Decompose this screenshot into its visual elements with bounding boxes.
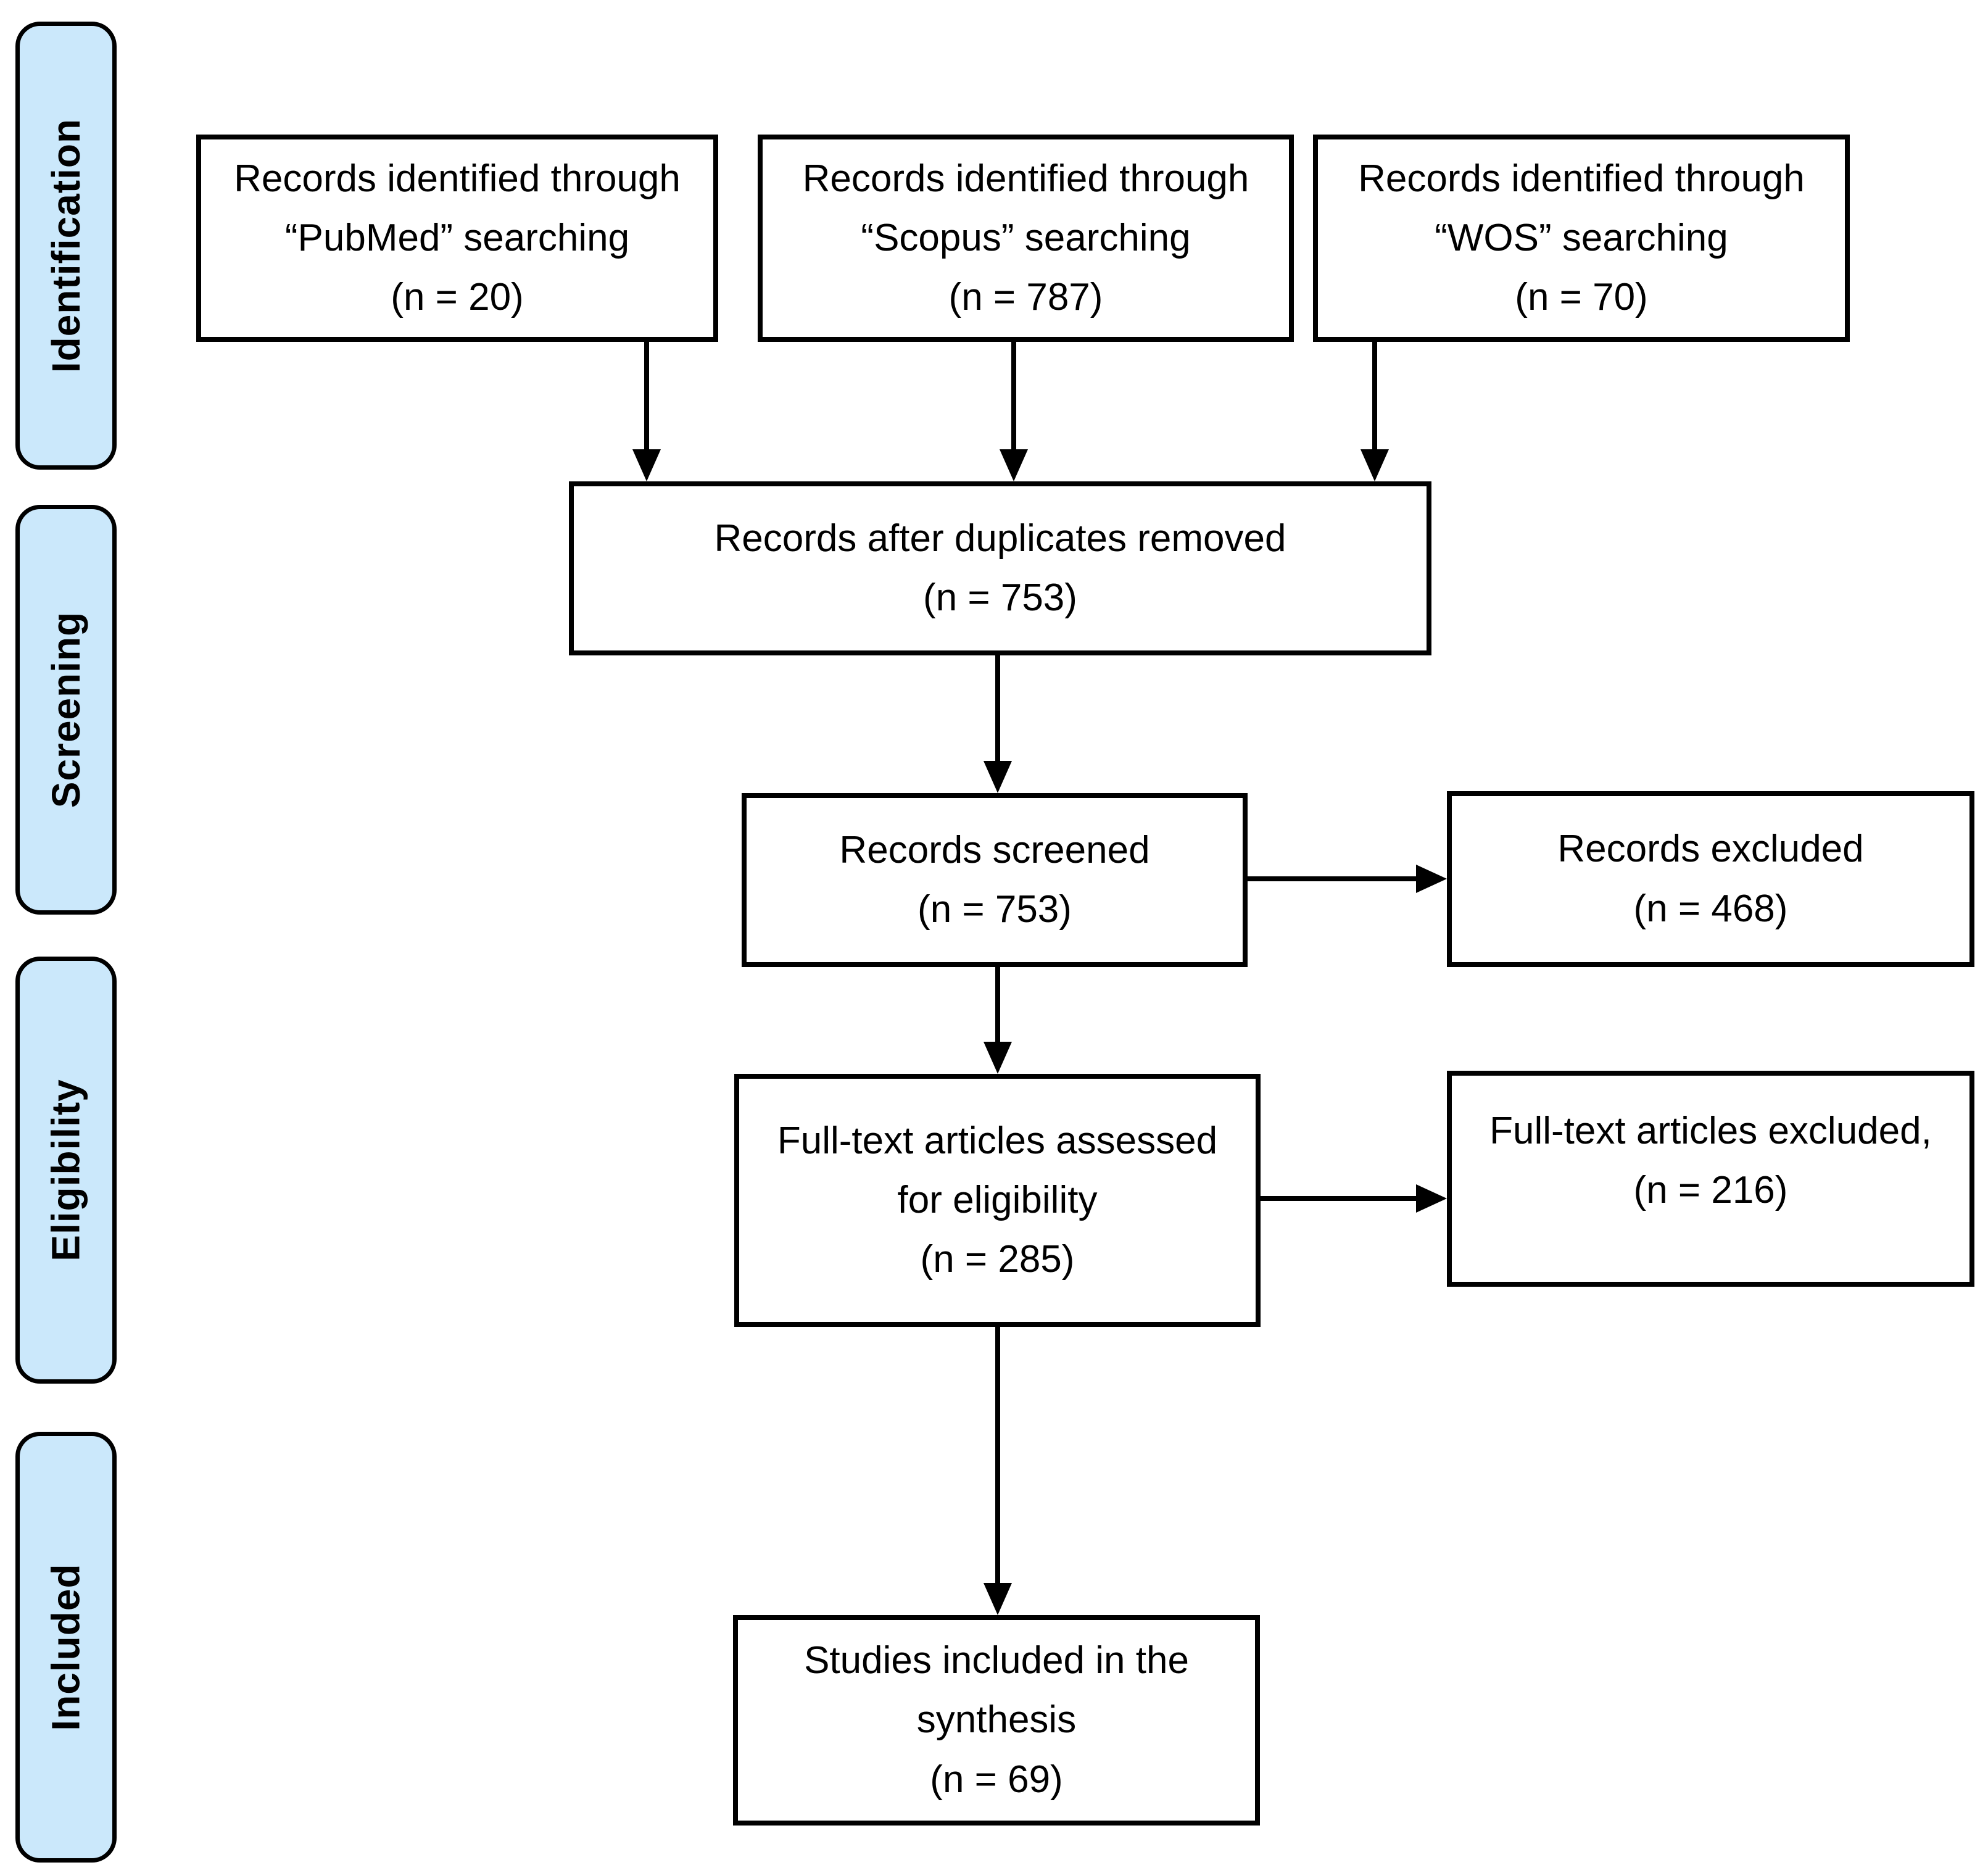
stage-box-included: Included: [15, 1432, 117, 1863]
stage-box-screening: Screening: [15, 505, 117, 915]
flow-box-studies-included: Studies included in the synthesis (n = 6…: [733, 1615, 1260, 1826]
flow-box-records-excluded: Records excluded (n = 468): [1447, 791, 1974, 967]
arrowhead-right-records-excluded-icon: [1416, 865, 1447, 893]
arrow-screened-to-excluded-line: [1248, 876, 1417, 881]
flow-box-studies-included-text: Studies included in the synthesis (n = 6…: [804, 1639, 1189, 1801]
flow-box-fulltext-excluded-text: Full-text articles excluded, (n = 216): [1489, 1110, 1932, 1212]
stage-label-included: Included: [44, 1563, 88, 1731]
arrowhead-down-scopus-icon: [1000, 449, 1028, 481]
stage-label-eligibility: Eligibility: [44, 1079, 88, 1261]
arrowhead-down-pubmed-icon: [632, 449, 661, 481]
flow-box-records-identified-scopus-text: Records identified through “Scopus” sear…: [802, 157, 1249, 319]
flow-box-records-identified-wos-text: Records identified through “WOS” searchi…: [1358, 157, 1805, 319]
arrowhead-down-included-icon: [984, 1583, 1012, 1615]
flow-box-records-identified-pubmed-text: Records identified through “PubMed” sear…: [234, 157, 681, 319]
arrow-wos-to-duplicates-line: [1372, 342, 1377, 451]
arrow-screened-to-fulltext-line: [995, 967, 1000, 1043]
flow-box-records-excluded-text: Records excluded (n = 468): [1557, 828, 1864, 930]
arrowhead-down-fulltext-icon: [984, 1042, 1012, 1074]
stage-box-eligibility: Eligibility: [15, 957, 117, 1384]
flow-box-fulltext-assessed: Full-text articles assessed for eligibil…: [734, 1074, 1261, 1327]
flow-box-duplicates-removed: Records after duplicates removed (n = 75…: [569, 481, 1431, 655]
arrowhead-right-fulltext-excluded-icon: [1416, 1184, 1447, 1213]
arrow-pubmed-to-duplicates-line: [644, 342, 649, 451]
flow-box-records-identified-scopus: Records identified through “Scopus” sear…: [758, 135, 1294, 342]
flow-box-records-screened: Records screened (n = 753): [742, 793, 1248, 967]
flow-box-records-screened-text: Records screened (n = 753): [839, 828, 1150, 931]
stage-label-screening: Screening: [44, 611, 88, 808]
arrow-fulltext-to-included-line: [995, 1327, 1000, 1584]
arrow-fulltext-to-excluded-line: [1261, 1196, 1417, 1201]
arrow-duplicates-to-screened-line: [995, 655, 1000, 762]
flow-box-records-identified-wos: Records identified through “WOS” searchi…: [1313, 135, 1850, 342]
flow-box-fulltext-excluded: Full-text articles excluded, (n = 216): [1447, 1071, 1974, 1287]
flow-box-records-identified-pubmed: Records identified through “PubMed” sear…: [196, 135, 718, 342]
flow-box-duplicates-removed-text: Records after duplicates removed (n = 75…: [714, 517, 1286, 619]
arrow-scopus-to-duplicates-line: [1011, 342, 1016, 451]
arrowhead-down-screened-icon: [984, 761, 1012, 793]
stage-box-identification: Identification: [15, 22, 117, 470]
arrowhead-down-wos-icon: [1361, 449, 1389, 481]
flow-box-fulltext-assessed-text: Full-text articles assessed for eligibil…: [777, 1119, 1218, 1281]
stage-label-identification: Identification: [44, 118, 88, 373]
